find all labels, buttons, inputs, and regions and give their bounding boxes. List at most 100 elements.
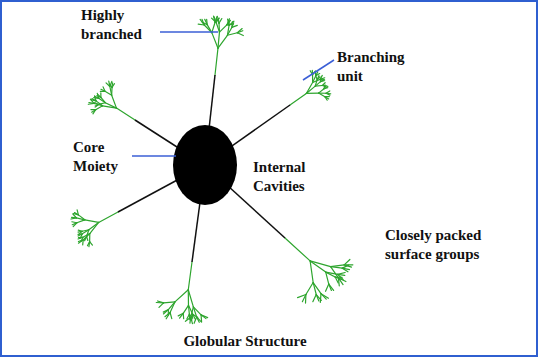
branch-stroke [324, 88, 328, 89]
branch-stroke [77, 210, 78, 215]
branch-stroke [165, 312, 170, 316]
branch-stroke [188, 290, 193, 307]
branch-stroke [206, 19, 208, 24]
branch-stroke [320, 81, 324, 82]
branch-stroke [237, 29, 242, 33]
branch-stroke [342, 265, 348, 268]
branch-stroke [324, 86, 328, 88]
branch-stroke [219, 19, 222, 24]
branch-stroke [72, 222, 77, 223]
branch-stroke [212, 33, 218, 49]
branch-stroke [178, 313, 183, 316]
branch-stroke [316, 295, 321, 301]
branch-stroke [99, 212, 118, 222]
branch-stroke [92, 110, 96, 112]
branch-stroke [83, 234, 90, 240]
branch-stroke [319, 89, 324, 93]
internal-cavities-label: Internal Cavities [252, 158, 326, 196]
core-ellipse [173, 125, 237, 205]
branch-stroke [306, 86, 315, 93]
branch-stroke [310, 261, 313, 283]
branch-stroke [326, 272, 329, 284]
branch-stroke [163, 310, 168, 314]
branch-stroke [188, 305, 192, 314]
branch-stroke [95, 103, 99, 105]
branch-stroke [218, 23, 220, 32]
branch-stroke [325, 97, 327, 101]
branch-stroke [321, 294, 326, 299]
branch-stroke [156, 302, 163, 304]
branch-stroke [88, 242, 90, 247]
branch-stroke [168, 302, 175, 310]
branch-stroke [237, 33, 243, 36]
leader-line [132, 155, 176, 157]
branch-stroke [77, 220, 85, 223]
branch-stroke [338, 272, 345, 274]
branch-stroke [183, 305, 188, 313]
branch-stroke [188, 262, 192, 290]
branch-stroke [315, 85, 322, 87]
leader-line [303, 60, 334, 80]
branch-stroke [228, 19, 230, 25]
surface-groups-label: Closely packed surface groups [384, 226, 516, 264]
branch-stroke [158, 301, 164, 303]
branch-stroke [219, 25, 226, 32]
branch-stroke [329, 284, 334, 290]
branch-stroke [329, 284, 332, 290]
branching-unit-label: Branching unit [336, 48, 422, 86]
highly-branched-label: Highly branched [80, 6, 160, 44]
branch-stroke [82, 230, 89, 231]
branch-stroke [82, 230, 89, 234]
branch-stroke [201, 315, 208, 318]
branch-stroke [90, 222, 99, 233]
branch-stroke [215, 48, 218, 75]
branch-stroke [316, 295, 319, 301]
branch-stroke [310, 261, 326, 272]
branch-stroke [111, 88, 113, 96]
branch-stroke [321, 294, 328, 299]
branch-stroke [285, 238, 310, 261]
branch-trees [71, 16, 353, 323]
branch-stroke [71, 218, 76, 219]
branch-stroke [205, 19, 207, 24]
branch-stroke [216, 22, 219, 32]
branch-stroke [99, 103, 106, 105]
branch-stroke [89, 222, 99, 229]
branch-stroke [175, 290, 188, 302]
branch-stroke [163, 310, 168, 312]
branch-stroke [73, 223, 77, 227]
branch-stroke [317, 77, 320, 80]
branch-stroke [313, 283, 321, 294]
branch-stroke [85, 220, 99, 223]
core-moiety-label: Core Moiety [72, 138, 132, 176]
branch-stroke [78, 230, 82, 231]
branch-stroke [188, 290, 189, 306]
branch-stroke [232, 25, 237, 27]
branch-stroke [298, 294, 306, 297]
branch-stroke [237, 31, 242, 33]
branch-stroke [306, 92, 318, 94]
branch-stroke [212, 22, 215, 32]
branch-stroke [91, 109, 96, 110]
branch-stroke [84, 237, 87, 240]
branch-stroke [116, 108, 135, 120]
branch-stroke [100, 93, 101, 97]
branch-stroke [290, 93, 306, 105]
branch-stroke [78, 215, 84, 220]
branch-stroke [218, 35, 227, 48]
branch-stroke [342, 268, 348, 272]
branch-stroke [313, 295, 316, 302]
branch-stroke [335, 277, 338, 283]
branch-stroke [326, 93, 331, 95]
branch-stroke [306, 283, 313, 295]
branch-stroke [110, 86, 112, 95]
branch-stroke [326, 93, 330, 95]
branch-stroke [187, 314, 189, 319]
branch-stroke [85, 237, 87, 241]
branch-stroke [78, 231, 82, 233]
branch-stroke [326, 284, 329, 291]
branch-stroke [87, 242, 89, 246]
branch-stroke [319, 93, 325, 97]
branch-stroke [170, 312, 172, 318]
